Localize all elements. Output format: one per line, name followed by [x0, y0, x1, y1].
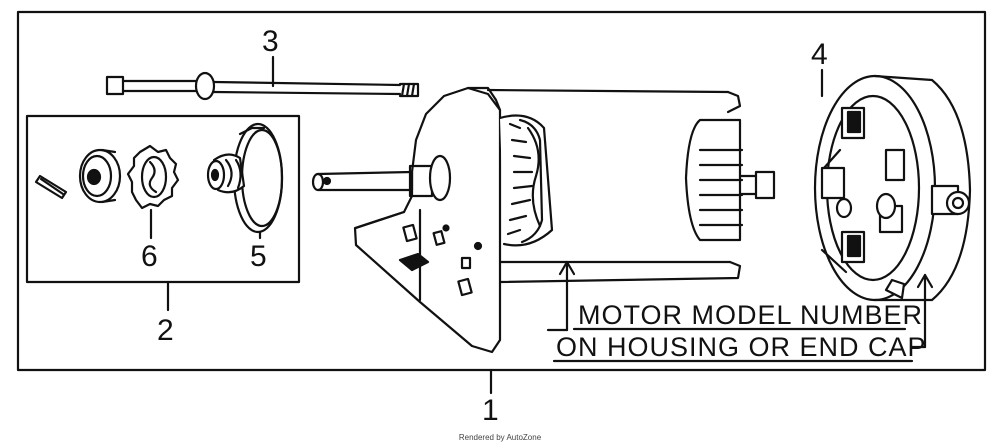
end-cap [813, 68, 972, 349]
field-housing [486, 88, 776, 332]
drive-end-housing [353, 86, 502, 354]
stop-collar [78, 148, 122, 204]
starter-drive [206, 122, 284, 240]
pinion-gear [126, 144, 180, 240]
assembly-frame [16, 10, 987, 372]
callout-1: 1 [482, 394, 499, 427]
drive-group-box [25, 114, 301, 284]
armature-shaft [311, 154, 452, 202]
footer-credit: Rendered by AutoZone [458, 433, 542, 442]
callout-6: 6 [141, 240, 158, 273]
callout-4: 4 [811, 38, 828, 71]
callout-2: 2 [157, 314, 174, 347]
note-line-1: MOTOR MODEL NUMBER [578, 300, 924, 330]
callout-5: 5 [250, 240, 267, 273]
retaining-pin [34, 174, 68, 200]
note-line-2: ON HOUSING OR END CAP [556, 332, 927, 362]
callout-3: 3 [262, 25, 279, 58]
through-bolt [105, 55, 420, 101]
